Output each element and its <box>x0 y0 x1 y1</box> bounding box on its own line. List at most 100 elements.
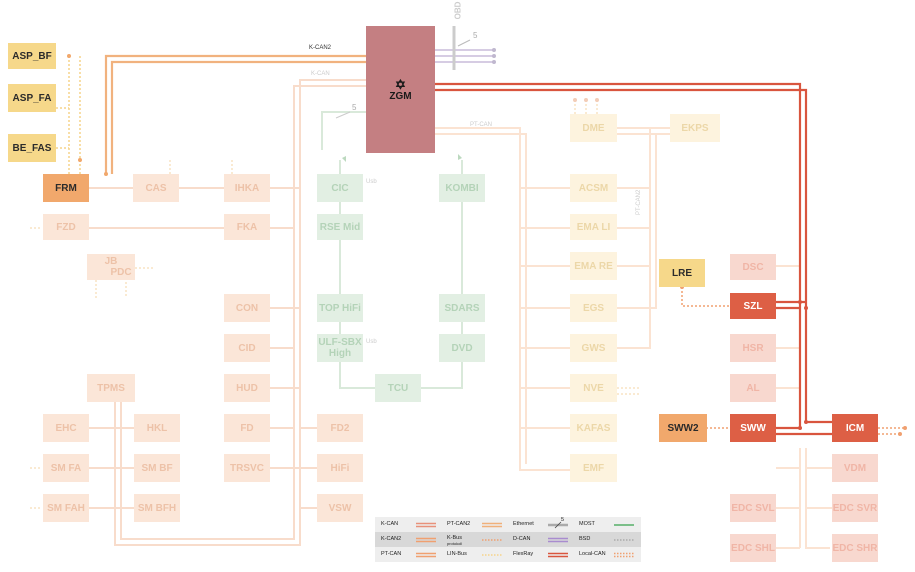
legend-swatch <box>416 522 436 528</box>
zgm-label: ZGM <box>389 90 412 102</box>
module-kafas[interactable]: KAFAS <box>570 414 617 442</box>
module-asp-fa[interactable]: ASP_FA <box>8 84 56 112</box>
usb-label: Usb <box>366 339 377 345</box>
flexray-wire <box>435 82 802 430</box>
module-fka[interactable]: FKA <box>224 214 270 240</box>
legend-swatch <box>614 524 634 526</box>
legend-label: MOST <box>579 521 595 527</box>
module-cid[interactable]: CID <box>224 334 270 362</box>
module-sm-fa[interactable]: SM FA <box>43 454 89 482</box>
legend-swatch <box>548 552 568 558</box>
module-ema-li[interactable]: EMA LI <box>570 214 617 240</box>
module-jb-pdc[interactable]: JB PDC <box>87 254 135 280</box>
module-fzd[interactable]: FZD <box>43 214 89 240</box>
module-ekps[interactable]: EKPS <box>670 114 720 142</box>
module-cas[interactable]: CAS <box>133 174 179 202</box>
legend-label: FlexRay <box>513 551 534 557</box>
kcan-wire-left-2 <box>120 85 366 540</box>
ptcan-wire-label: PT-CAN <box>470 122 493 128</box>
module-edc-svl[interactable]: EDC SVL <box>730 494 776 522</box>
kcan2-wire <box>104 54 366 174</box>
legend-swatch <box>416 552 436 558</box>
module-con[interactable]: CON <box>224 294 270 322</box>
module-sm-bfh[interactable]: SM BFH <box>134 494 180 522</box>
module-edc-svr[interactable]: EDC SVR <box>832 494 878 522</box>
module-jb-label: JB <box>104 256 118 267</box>
module-cic[interactable]: CIC <box>317 174 363 202</box>
module-vdm[interactable]: VDM <box>832 454 878 482</box>
module-dme[interactable]: DME <box>570 114 617 142</box>
legend-ethernet-count: 5 <box>561 517 565 523</box>
legend-swatch <box>548 537 568 543</box>
module-hkl[interactable]: HKL <box>134 414 180 442</box>
module-vsw[interactable]: VSW <box>317 494 363 522</box>
module-asp-bf[interactable]: ASP_BF <box>8 43 56 69</box>
module-sm-fah[interactable]: SM FAH <box>43 494 89 522</box>
legend-label: K-CAN2 <box>381 536 402 542</box>
module-hud[interactable]: HUD <box>224 374 270 402</box>
module-al[interactable]: AL <box>730 374 776 402</box>
module-hsr[interactable]: HSR <box>730 334 776 362</box>
obd-port-label: OBD <box>453 1 463 20</box>
module-kombi[interactable]: KOMBI <box>439 174 485 202</box>
legend-swatch <box>614 552 634 558</box>
module-edc-shr[interactable]: EDC SHR <box>832 534 878 562</box>
module-sdars[interactable]: SDARS <box>439 294 485 322</box>
module-acsm[interactable]: ACSM <box>570 174 617 202</box>
obd-count-label: 5 <box>473 31 478 40</box>
legend-label: BSD <box>579 536 591 542</box>
legend-row <box>375 532 641 547</box>
module-egs[interactable]: EGS <box>570 294 617 322</box>
module-trsvc[interactable]: TRSVC <box>224 454 270 482</box>
legend-label: Ethernet <box>513 521 534 527</box>
legend-label: D-CAN <box>513 536 531 542</box>
zgm-gateway[interactable]: ✡ ZGM <box>366 26 435 153</box>
kcan2-wire-label: K-CAN2 <box>309 45 332 51</box>
legend-swatch <box>482 539 502 541</box>
module-sww2[interactable]: SWW2 <box>659 414 707 442</box>
module-be-fas[interactable]: BE_FAS <box>8 134 56 162</box>
module-hifi[interactable]: HiFi <box>317 454 363 482</box>
module-szl[interactable]: SZL <box>730 293 776 319</box>
ethernet-count-label: 5 <box>352 103 357 112</box>
legend-label: K-CAN <box>381 521 399 527</box>
module-sww[interactable]: SWW <box>730 414 776 442</box>
module-emf[interactable]: EMF <box>570 454 617 482</box>
legend-label: PT-CAN <box>381 551 402 557</box>
legend-label: LIN-Bus <box>447 551 467 557</box>
legend-swatch <box>614 539 634 541</box>
module-fd2[interactable]: FD2 <box>317 414 363 442</box>
module-tcu[interactable]: TCU <box>375 374 421 402</box>
module-ulf-sbx-high[interactable]: ULF-SBX High <box>317 334 363 362</box>
legend-swatch <box>482 522 502 528</box>
legend-label: Local-CAN <box>579 551 606 557</box>
module-frm[interactable]: FRM <box>43 174 89 202</box>
module-dvd[interactable]: DVD <box>439 334 485 362</box>
module-ihka[interactable]: IHKA <box>224 174 270 202</box>
module-fd[interactable]: FD <box>224 414 270 442</box>
module-top-hifi[interactable]: TOP HiFi <box>317 294 363 322</box>
module-icm[interactable]: ICM <box>832 414 878 442</box>
module-sm-bf[interactable]: SM BF <box>134 454 180 482</box>
legend-swatch <box>416 537 436 543</box>
legend-label: PT-CAN2 <box>447 521 471 527</box>
module-lre[interactable]: LRE <box>659 259 705 287</box>
kcan-wire-left <box>114 79 366 546</box>
module-nve[interactable]: NVE <box>570 374 617 402</box>
ptcan2-wire-label: PT-CAN2 <box>636 189 642 215</box>
ptcan-wire <box>435 127 570 471</box>
star-icon: ✡ <box>395 76 406 92</box>
module-ehc[interactable]: EHC <box>43 414 89 442</box>
module-dsc[interactable]: DSC <box>730 254 776 280</box>
module-gws[interactable]: GWS <box>570 334 617 362</box>
module-edc-shl[interactable]: EDC SHL <box>730 534 776 562</box>
legend-swatch <box>482 554 502 556</box>
module-rse-mid[interactable]: RSE Mid <box>317 214 363 240</box>
legend-swatch <box>548 521 568 529</box>
module-tpms[interactable]: TPMS <box>87 374 135 402</box>
kcan-wire-label: K-CAN <box>311 71 330 77</box>
usb-label: Usb <box>366 179 377 185</box>
module-ema-re[interactable]: EMA RE <box>570 252 617 280</box>
